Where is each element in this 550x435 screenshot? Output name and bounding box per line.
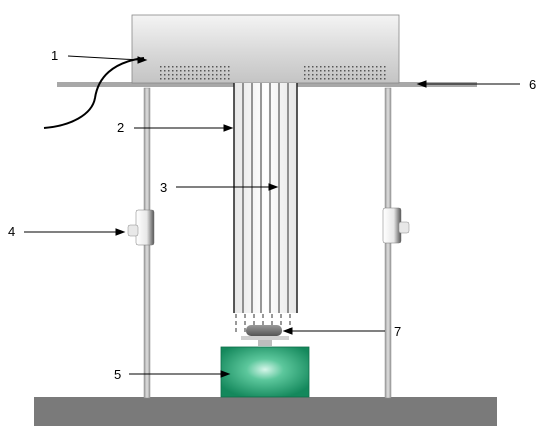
label-1: 1: [51, 48, 58, 63]
sample: [246, 325, 282, 336]
housing: [131, 14, 400, 84]
housing-vents: [160, 66, 386, 80]
left-clamp: [127, 209, 155, 246]
label-2: 2: [117, 120, 124, 135]
callout-arrows: [24, 55, 520, 378]
cable: [43, 57, 145, 129]
label-6: 6: [529, 77, 536, 92]
label-7: 7: [394, 324, 401, 339]
right-clamp: [382, 207, 410, 244]
fiber-lines: [242, 83, 289, 313]
base-plate: [34, 397, 497, 426]
green-box: [220, 346, 310, 398]
light-column: [234, 83, 297, 313]
sample-stand: [258, 340, 272, 346]
label-3: 3: [160, 180, 167, 195]
sample-stage: [241, 336, 289, 340]
label-4: 4: [8, 224, 15, 239]
label-5: 5: [114, 367, 121, 382]
